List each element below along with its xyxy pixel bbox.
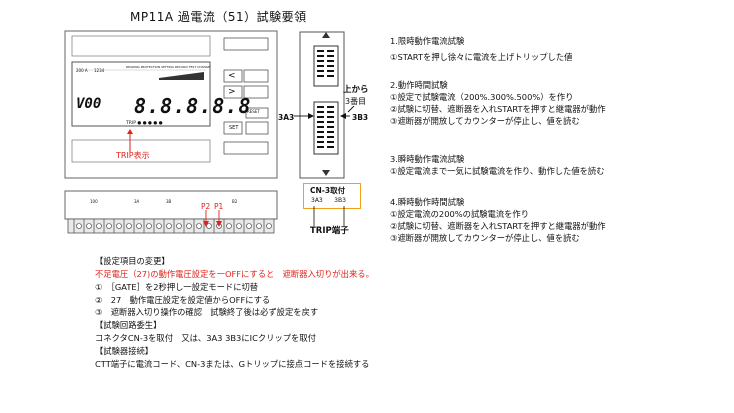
section-4-line-3: ③遮断器が開放してカウンターが停止し、値を読む: [390, 233, 580, 244]
section-2-line-2: ②試験に切替、遮断器を入れSTARTを押すと継電器が動作: [390, 104, 606, 115]
p1-label: P1: [214, 202, 224, 211]
bottom-notes: 【設定項目の変更】 不足電圧（27)の動作電圧設定を一OFFにすると 遮断器入切…: [95, 255, 374, 371]
warning-text: 不足電圧（27)の動作電圧設定を一OFFにすると 遮断器入切りが出来る。: [95, 268, 374, 279]
cn3-box: CN-3取付 3A3 3B3: [303, 183, 361, 209]
arrow-left-button[interactable]: <: [228, 71, 236, 81]
trip-display-arrow: [127, 129, 133, 152]
section-3: 3.瞬時動作電流試験 ①設定電流まで一気に試験電流を作り、動作した値を読む: [390, 153, 605, 177]
p-arrows: [203, 210, 222, 227]
left-pin-label: 3A3: [278, 113, 295, 122]
relay-front-panel: [64, 30, 278, 179]
right-pin-label: 3B3: [352, 113, 369, 122]
connection-heading: 【試験器接続】: [95, 346, 154, 357]
pin-arrows: [294, 106, 355, 119]
p2-label: P2: [201, 202, 211, 211]
bottom-code-1: 100: [90, 199, 98, 204]
third-row-label: 3番目: [345, 97, 367, 106]
circuit-text: コネクタCN-3を取付 又は、3A3 3B3にICクリップを取付: [95, 333, 316, 344]
small-label-left-a: 200 A: [76, 68, 88, 73]
from-top-label: 上から: [343, 85, 369, 95]
section-2-line-1: ①設定で試験電流（200%.300%.500%）を作り: [390, 92, 574, 103]
bottom-code-4: B2: [232, 199, 238, 204]
reset-button[interactable]: RESET: [247, 109, 260, 114]
arrow-right-button[interactable]: >: [228, 87, 236, 97]
note-item-1: ① ［GATE］を2秒押し一設定モードに切替: [95, 281, 259, 292]
section-4-line-2: ②試験に切替、遮断器を入れSTARTを押すと継電器が動作: [390, 221, 606, 232]
setting-change-heading: 【設定項目の変更】: [95, 256, 170, 266]
bottom-code-2: 3A: [134, 199, 140, 204]
left-big-indicator: V00: [76, 96, 102, 112]
trip-display-label: TRIP表示: [116, 151, 150, 160]
section-1-line-1: ①STARTを押し徐々に電流を上げトリップした値: [390, 52, 573, 62]
bottom-code-3: 3B: [166, 199, 172, 204]
section-3-heading: 3.瞬時動作電流試験: [390, 154, 465, 164]
set-button[interactable]: SET: [229, 125, 239, 131]
circuit-heading: 【試験回路委生】: [95, 320, 162, 331]
section-1-heading: 1.限時動作電流試験: [390, 36, 465, 46]
section-2: 2.動作時間試験 ①設定で試験電流（200%.300%.500%）を作り ②試験…: [390, 79, 606, 127]
relay-bottom-view: [64, 190, 278, 234]
cn3-leader-lines: [313, 206, 345, 226]
connection-text: CTT端子に電流コード、CN-3または、Gトリップに接点コードを接続する: [95, 358, 370, 369]
device-header-text: READING PROTECTION SETTING RECORD TEST C…: [126, 65, 210, 69]
section-2-heading: 2.動作時間試験: [390, 80, 448, 90]
seven-segment-display: 8.8.8.8.8: [134, 94, 252, 118]
section-4-heading: 4.瞬時動作時間試験: [390, 197, 465, 207]
page-title: MP11A 過電流（51）試験要領: [130, 10, 307, 24]
note-item-3: ③ 遮断器入切り操作の確認 試験終了後は必ず設定を戻す: [95, 307, 319, 318]
section-3-line-1: ①設定電流まで一気に試験電流を作り、動作した値を読む: [390, 166, 605, 177]
trip-lamps: TRIP ● ● ● ● ●: [126, 121, 163, 126]
cn3-title: CN-3取付: [310, 186, 346, 195]
side-connector-view: [299, 31, 345, 179]
section-2-line-3: ③遮断器が開放してカウンターが停止し、値を読む: [390, 116, 580, 127]
note-item-2: ② 27 動作電圧設定を設定値からOFFにする: [95, 294, 271, 305]
small-label-left-b: 1234: [94, 68, 105, 73]
trip-terminal-label: TRIP端子: [310, 226, 349, 236]
section-4: 4.瞬時動作時間試験 ①設定電流の200%の試験電流を作り ②試験に切替、遮断器…: [390, 196, 606, 244]
section-1: 1.限時動作電流試験 ①STARTを押し徐々に電流を上げトリップした値: [390, 35, 572, 63]
section-4-line-1: ①設定電流の200%の試験電流を作り: [390, 209, 530, 220]
cn3-pins: 3A3 3B3: [311, 197, 346, 204]
